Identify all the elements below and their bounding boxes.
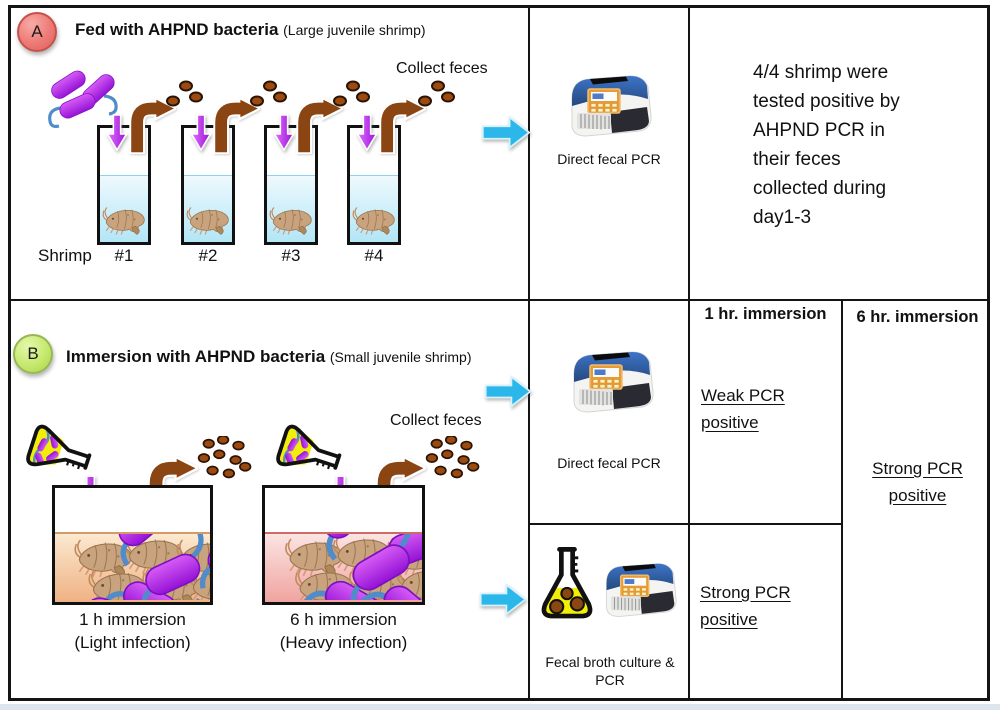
beaker-3-label: #3: [281, 246, 301, 265]
tank-1-contents: [67, 534, 210, 602]
feces-dots-cluster-icon: [425, 436, 480, 479]
result-1hr-broth-line1: Strong PCR: [700, 583, 791, 602]
immersion-tank-2: [262, 485, 425, 605]
feces-dots-icon: [166, 80, 203, 107]
feces-dots-icon: [333, 80, 370, 107]
panel-b-badge: B: [13, 334, 53, 374]
shrimp-icon: [102, 206, 145, 236]
result-line: AHPND PCR in: [753, 120, 885, 141]
feces-dots-icon: [250, 80, 287, 107]
beaker-3: [264, 125, 318, 245]
panel-a-subtitle: (Large juvenile shrimp): [283, 22, 426, 38]
panel-b-subtitle: (Small juvenile shrimp): [329, 349, 472, 365]
tank-1-caption-line2: (Light infection): [74, 633, 191, 652]
result-1hr-direct: Weak PCR positive: [701, 382, 785, 436]
result-6hr-line2: positive: [888, 486, 947, 505]
figure-border: [8, 5, 990, 701]
panel-b-title-row: Immersion with AHPND bacteria (Small juv…: [66, 347, 471, 367]
result-6hr: Strong PCR positive: [843, 455, 992, 509]
panel-a-title: Fed with AHPND bacteria: [75, 20, 279, 39]
flow-arrow-b2-icon: [479, 584, 527, 615]
panel-a-title-row: Fed with AHPND bacteria (Large juvenile …: [75, 20, 426, 40]
immersion-tank-1: [52, 485, 213, 605]
grid-hline-row-divider: [8, 299, 990, 301]
tank-2-contents: [274, 534, 422, 602]
pcr-caption-b: Direct fecal PCR: [557, 455, 661, 471]
result-line: 4/4 shrimp were: [753, 62, 889, 83]
beaker-4-water: [350, 175, 398, 242]
broth-flask-icon: [536, 545, 598, 627]
tank-2-caption-line1: 6 h immersion: [290, 610, 397, 629]
panel-a-badge: A: [17, 12, 57, 52]
tank-1-caption: 1 h immersion (Light infection): [52, 608, 213, 654]
pcr-caption-a: Direct fecal PCR: [557, 151, 661, 167]
result-line: their feces: [753, 149, 841, 170]
result-1hr-broth: Strong PCR positive: [700, 579, 791, 633]
result-line: tested positive by: [753, 91, 900, 112]
feces-dots-cluster-icon: [197, 436, 252, 479]
beaker-4-label: #4: [364, 246, 384, 265]
grid-vline-3: [841, 299, 843, 701]
beaker-2-water: [184, 175, 232, 242]
col-6hr-header: 6 hr. immersion: [856, 308, 979, 326]
beaker-1-label: #1: [114, 246, 134, 265]
panel-b-badge-letter: B: [27, 344, 39, 363]
panel-b-collect-feces-label: Collect feces: [390, 412, 482, 429]
result-1hr-direct-line2: positive: [701, 413, 759, 432]
grid-vline-1: [528, 5, 530, 701]
tank-2-water: [265, 532, 422, 602]
grid-vline-2: [688, 5, 690, 701]
panel-a-badge-letter: A: [31, 22, 43, 41]
flow-arrow-b1-icon: [484, 376, 532, 407]
bottom-edge-strip: [0, 704, 1000, 710]
shrimp-row-label: Shrimp: [38, 246, 92, 265]
pcr-machine-b-icon: [573, 351, 654, 413]
broth-caption-line1: Fecal broth culture &: [545, 654, 675, 670]
result-line: day1-3: [753, 207, 812, 228]
flow-arrow-a-icon: [481, 116, 531, 149]
grid-hline-pcr-divider: [528, 523, 843, 525]
feces-dots-icon: [418, 80, 455, 107]
tank-2-caption: 6 h immersion (Heavy infection): [262, 608, 425, 654]
bacteria-cluster-icon: [48, 70, 118, 128]
broth-caption: Fecal broth culture & PCR: [532, 653, 688, 689]
broth-caption-line2: PCR: [595, 672, 625, 688]
beaker-3-water: [267, 175, 315, 242]
result-1hr-broth-line2: positive: [700, 610, 758, 629]
result-line: collected during: [753, 178, 887, 199]
beaker-2-label: #2: [198, 246, 218, 265]
shrimp-icon: [269, 206, 312, 236]
beaker-1-water: [100, 175, 148, 242]
shrimp-icon: [186, 206, 229, 236]
pcr-machine-a-icon: [571, 75, 652, 137]
panel-a-result-text: 4/4 shrimp were tested positive by AHPND…: [753, 58, 983, 232]
dose-arrow-icon: [190, 114, 212, 151]
beaker-4: [347, 125, 401, 245]
tank-1-caption-line1: 1 h immersion: [79, 610, 186, 629]
dose-arrow-icon: [356, 114, 378, 151]
tank-1-water: [55, 532, 210, 602]
tank-2-caption-line2: (Heavy infection): [279, 633, 408, 652]
panel-b-title: Immersion with AHPND bacteria: [66, 347, 326, 366]
shrimp-icon: [352, 206, 395, 236]
panel-a-collect-feces-label: Collect feces: [396, 60, 488, 77]
pcr-machine-broth-icon: [605, 563, 677, 618]
result-6hr-line1: Strong PCR: [872, 459, 963, 478]
col-1hr-header: 1 hr. immersion: [704, 305, 827, 323]
result-1hr-direct-line1: Weak PCR: [701, 386, 785, 405]
dose-arrow-icon: [273, 114, 295, 151]
dose-arrow-icon: [106, 114, 128, 151]
